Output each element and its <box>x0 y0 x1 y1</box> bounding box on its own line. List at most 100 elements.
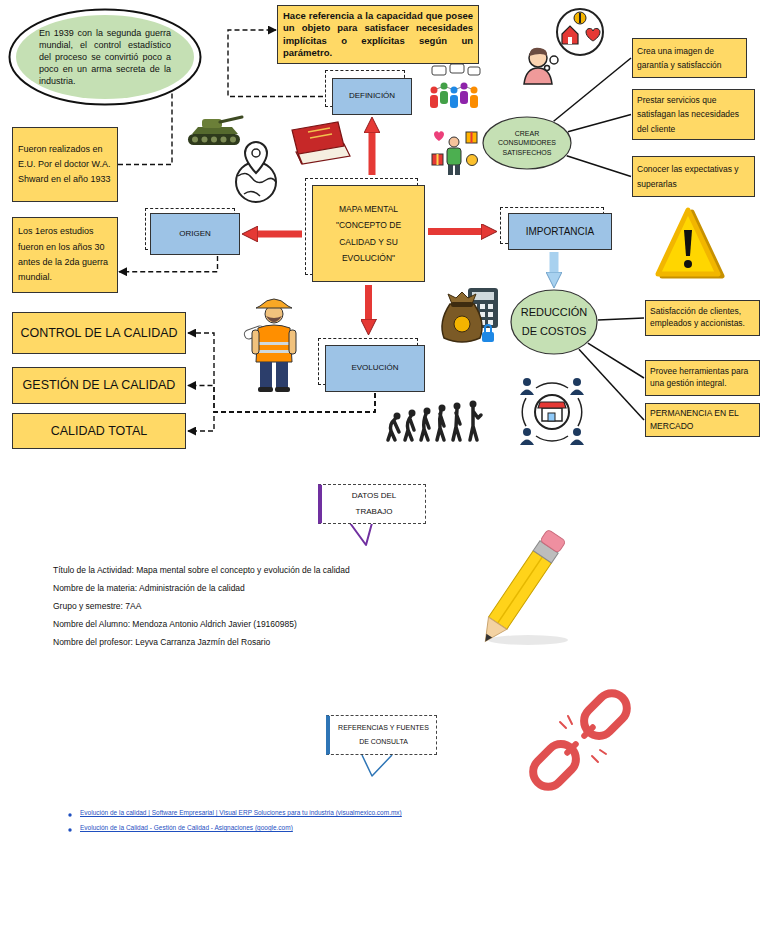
money-calculator-icon <box>454 316 470 332</box>
worker-icon <box>260 362 272 388</box>
people-network-icon <box>461 83 468 90</box>
ellipse-fill <box>16 15 194 99</box>
box-fill <box>632 38 747 78</box>
pencil-icon <box>482 634 492 644</box>
note-box: Provee herramientas para una gestión int… <box>645 360 760 396</box>
globe-pin-icon <box>252 149 260 157</box>
topic-circle: CREAR CONSUMIDORES SATISFECHOS <box>482 116 572 170</box>
worker-icon <box>256 299 292 308</box>
reference-link: Evolución de la calidad | Software Empre… <box>80 809 402 816</box>
stage-box: CALIDAD TOTAL <box>12 413 186 449</box>
node-text: CONTROL DE LA CALIDAD <box>16 325 182 341</box>
consumer-gifts-icon <box>432 131 478 175</box>
stage-box: CONTROL DE LA CALIDAD <box>12 312 186 354</box>
customer-wish-icon <box>562 26 578 44</box>
worker-icon <box>276 362 288 388</box>
connector <box>119 256 218 272</box>
consumer-gifts-icon <box>467 155 478 166</box>
evolution-icon <box>453 409 460 440</box>
topic-circle: REDUCCIÓN DE COSTOS <box>510 289 598 355</box>
warning-sign-icon <box>658 210 722 276</box>
work-data-line: Nombre del Alumno: Mendoza Antonio Aldri… <box>53 619 297 629</box>
store-network-icon <box>573 378 581 386</box>
people-network-icon <box>441 83 448 90</box>
callout-fill <box>326 715 437 755</box>
consumer-gifts-icon <box>449 137 459 147</box>
node-text: Los 1eros estudios fueron en los años 30… <box>18 224 112 285</box>
pencil-icon <box>540 529 566 553</box>
store-network-icon <box>570 390 584 396</box>
store-network-icon <box>570 440 584 446</box>
money-calculator-icon <box>485 325 491 332</box>
connector <box>188 393 375 431</box>
evolution-icon <box>470 407 481 440</box>
tank-icon <box>188 134 240 145</box>
consumer-gifts-icon <box>437 154 439 165</box>
people-network-icon <box>460 91 468 104</box>
worker-icon <box>289 330 296 354</box>
connector <box>365 285 372 319</box>
section-callout: DATOS DEL TRABAJO <box>318 484 426 524</box>
pencil-icon <box>498 557 543 623</box>
evolution-icon <box>437 411 444 440</box>
consumer-gifts-icon <box>471 132 473 143</box>
customer-wish-icon <box>586 28 600 41</box>
store-network-icon <box>523 428 531 436</box>
branch-box: ORIGEN <box>150 213 240 255</box>
globe-pin-icon <box>236 142 276 202</box>
note-box: Satisfacción de clientes, empleados y ac… <box>645 300 760 336</box>
box-fill <box>632 156 755 197</box>
worker-icon <box>252 330 259 354</box>
consumer-gifts-icon <box>432 154 443 165</box>
chain-link-icon <box>567 744 575 752</box>
box-fill <box>312 185 425 282</box>
people-network-icon <box>431 87 438 94</box>
worker-icon <box>258 387 273 392</box>
book-icon <box>298 154 302 164</box>
money-calculator-icon <box>451 302 473 307</box>
ellipse-outline <box>10 10 201 105</box>
money-calculator-icon <box>482 332 494 342</box>
money-calculator-icon <box>442 304 482 342</box>
evolution-icon <box>388 419 399 440</box>
evolution-icon <box>421 414 429 440</box>
money-calculator-icon <box>488 312 493 317</box>
node-text: Crea una imagen de garantía y satisfacci… <box>637 44 742 73</box>
customer-wish-icon <box>579 13 581 23</box>
store-network-icon <box>570 428 584 445</box>
work-data-line: Título de la Actividad: Mapa mental sobr… <box>53 565 350 575</box>
store-network-icon <box>523 378 531 386</box>
tank-icon <box>192 137 198 143</box>
callout-tail <box>362 755 392 776</box>
customer-wish-icon <box>524 68 552 84</box>
warning-sign-icon <box>684 260 692 268</box>
node-text: REDUCCIÓN DE COSTOS <box>518 303 590 340</box>
chain-link-icon <box>560 716 606 762</box>
note-box: Fueron realizados en E.U. Por el doctor … <box>12 127 118 202</box>
connector <box>567 156 631 177</box>
chain-link-icon <box>578 687 633 742</box>
people-network-icon <box>430 95 438 108</box>
node-text: REFERENCIAS Y FUENTES DE CONSULTA <box>335 721 432 749</box>
chain-link-icon <box>584 727 592 735</box>
chain-link-icon <box>527 687 633 793</box>
node-text: Hace referencia a la capacidad que posee… <box>283 10 473 59</box>
tank-icon <box>221 137 227 143</box>
store-network-icon <box>520 378 534 395</box>
central-topic-box: MAPA MENTAL "CONCEPTO DE CALIDAD Y SU EV… <box>312 185 425 282</box>
node-text: Conocer las expectativas y superarlas <box>637 162 750 191</box>
consumer-gifts-icon <box>455 165 460 175</box>
node-text: Fueron realizados en E.U. Por el doctor … <box>18 142 112 188</box>
people-network-icon <box>451 87 458 94</box>
connector <box>369 133 376 175</box>
work-data-line: Nombre del profesor: Leyva Carranza Jazm… <box>53 637 270 647</box>
customer-wish-icon <box>574 12 586 24</box>
node-text: Prestar servicios que satisfagan las nec… <box>637 93 750 136</box>
node-text: GESTIÓN DE LA CALIDAD <box>16 377 182 393</box>
consumer-gifts-icon <box>466 132 477 143</box>
store-network-icon <box>520 378 584 445</box>
store-network-icon <box>520 428 534 445</box>
tank-icon <box>211 137 217 143</box>
ellipse-fill <box>483 117 571 169</box>
